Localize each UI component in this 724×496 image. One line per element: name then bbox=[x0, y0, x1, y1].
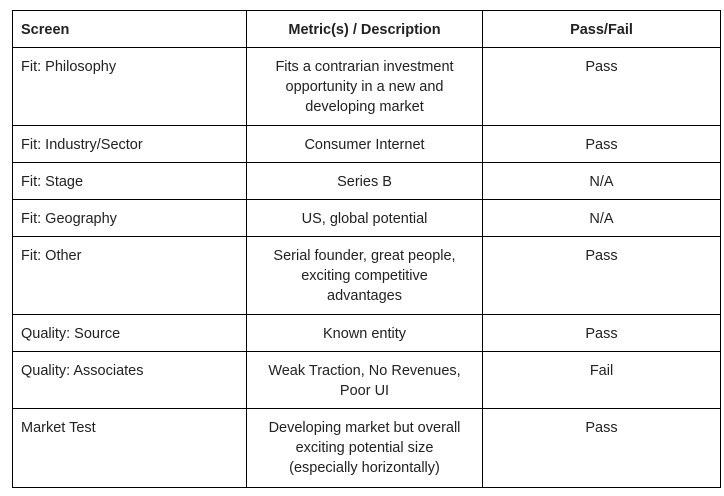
description-line: Known entity bbox=[322, 326, 407, 342]
cell-description: Developing market but overall exciting po… bbox=[246, 408, 483, 488]
header-description: Metric(s) / Description bbox=[246, 10, 483, 48]
cell-description: Fits a contrarian investment opportunity … bbox=[246, 47, 483, 126]
cell-pass-fail: Pass bbox=[482, 47, 721, 126]
header-pass-fail: Pass/Fail bbox=[482, 10, 721, 48]
cell-pass-fail: Pass bbox=[482, 408, 721, 488]
cell-pass-fail: N/A bbox=[482, 162, 721, 200]
description-line: US, global potential bbox=[301, 211, 428, 227]
table-row: Quality: Source Known entity Pass bbox=[12, 314, 721, 352]
table-row: Fit: Other Serial founder, great people, e… bbox=[12, 236, 721, 315]
screening-table: Screen Metric(s) / Description Pass/Fail… bbox=[12, 10, 721, 488]
description-line: Weak Traction, No Revenues, bbox=[268, 363, 461, 379]
cell-pass-fail: Pass bbox=[482, 236, 721, 315]
description-line: Developing market but overall bbox=[268, 420, 461, 436]
cell-screen: Quality: Associates bbox=[12, 351, 247, 409]
description-line: Fits a contrarian investment bbox=[275, 59, 454, 75]
description-line: Serial founder, great people, bbox=[273, 248, 456, 264]
cell-screen: Market Test bbox=[12, 408, 247, 488]
table-row: Fit: Industry/Sector Consumer Internet Pas… bbox=[12, 125, 721, 163]
table-row: Fit: Stage Series B N/A bbox=[12, 162, 721, 200]
description-line: (especially horizontally) bbox=[289, 460, 440, 476]
description-line: Consumer Internet bbox=[304, 137, 425, 153]
cell-description: Serial founder, great people, exciting co… bbox=[246, 236, 483, 315]
cell-description: Series B bbox=[246, 162, 483, 200]
cell-pass-fail: N/A bbox=[482, 199, 721, 237]
description-line: developing market bbox=[305, 99, 424, 115]
description-line: exciting competitive bbox=[301, 268, 428, 284]
cell-screen: Fit: Stage bbox=[12, 162, 247, 200]
description-line: advantages bbox=[327, 288, 402, 304]
description-line: opportunity in a new and bbox=[285, 79, 444, 95]
cell-screen: Quality: Source bbox=[12, 314, 247, 352]
cell-screen: Fit: Industry/Sector bbox=[12, 125, 247, 163]
cell-screen: Fit: Philosophy bbox=[12, 47, 247, 126]
cell-screen: Fit: Other bbox=[12, 236, 247, 315]
description-line: Poor UI bbox=[339, 383, 390, 399]
header-screen: Screen bbox=[12, 10, 247, 48]
table-row: Fit: Geography US, global potential N/A bbox=[12, 199, 721, 237]
description-line: exciting potential size bbox=[295, 440, 434, 456]
cell-pass-fail: Pass bbox=[482, 125, 721, 163]
cell-description: Weak Traction, No Revenues, Poor UI bbox=[246, 351, 483, 409]
cell-description: US, global potential bbox=[246, 199, 483, 237]
header-row: Screen Metric(s) / Description Pass/Fail bbox=[12, 10, 721, 48]
description-line: Series B bbox=[337, 174, 392, 190]
cell-pass-fail: Pass bbox=[482, 314, 721, 352]
cell-screen: Fit: Geography bbox=[12, 199, 247, 237]
cell-pass-fail: Fail bbox=[482, 351, 721, 409]
cell-description: Consumer Internet bbox=[246, 125, 483, 163]
cell-description: Known entity bbox=[246, 314, 483, 352]
